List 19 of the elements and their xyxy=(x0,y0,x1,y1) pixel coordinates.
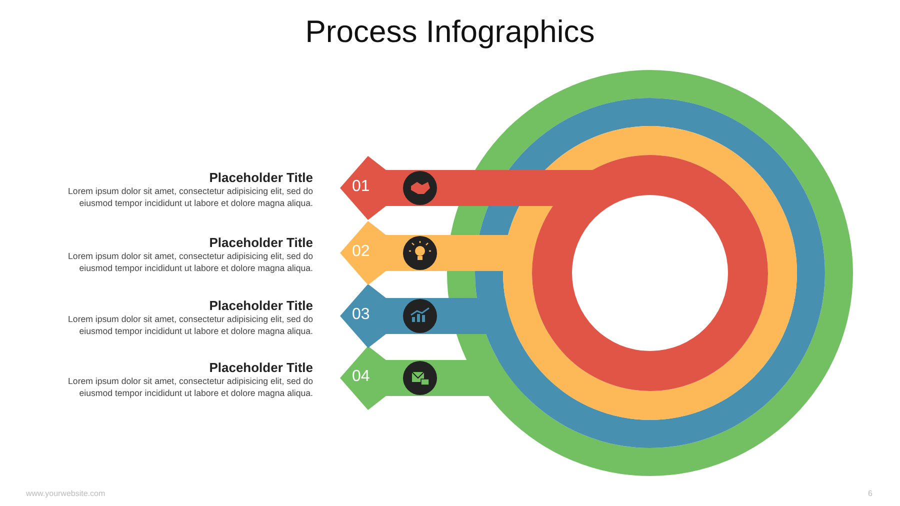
arrow-band xyxy=(340,221,440,285)
step-number: 01 xyxy=(352,178,370,196)
step-description: Lorem ipsum dolor sit amet, consectetur adipisicing elit, sed do eiusmod tempor incididunt ut labore et dolore magna aliqua. xyxy=(67,313,313,337)
step-title: Placeholder Title xyxy=(208,235,313,250)
step-description: Lorem ipsum dolor sit amet, consectetur adipisicing elit, sed do eiusmod tempor incididunt ut labore et dolore magna aliqua. xyxy=(67,375,313,399)
arrow-band xyxy=(340,156,440,220)
step-title: Placeholder Title xyxy=(208,360,313,375)
step-title: Placeholder Title xyxy=(208,298,313,313)
step-number: 04 xyxy=(352,368,370,386)
step-description: Lorem ipsum dolor sit amet, consectetur adipisicing elit, sed do eiusmod tempor incididunt ut labore et dolore magna aliqua. xyxy=(67,250,313,274)
footer-url: www.yourwebsite.com xyxy=(26,489,106,498)
page-number: 6 xyxy=(868,489,872,498)
step-title: Placeholder Title xyxy=(208,170,313,185)
arrow-band xyxy=(340,284,440,348)
step-number: 03 xyxy=(352,306,370,324)
slide-title: Process Infographics xyxy=(305,14,595,49)
step-number: 02 xyxy=(352,243,370,261)
arrow-band xyxy=(340,346,440,410)
step-description: Lorem ipsum dolor sit amet, consectetur adipisicing elit, sed do eiusmod tempor incididunt ut labore et dolore magna aliqua. xyxy=(67,185,313,209)
